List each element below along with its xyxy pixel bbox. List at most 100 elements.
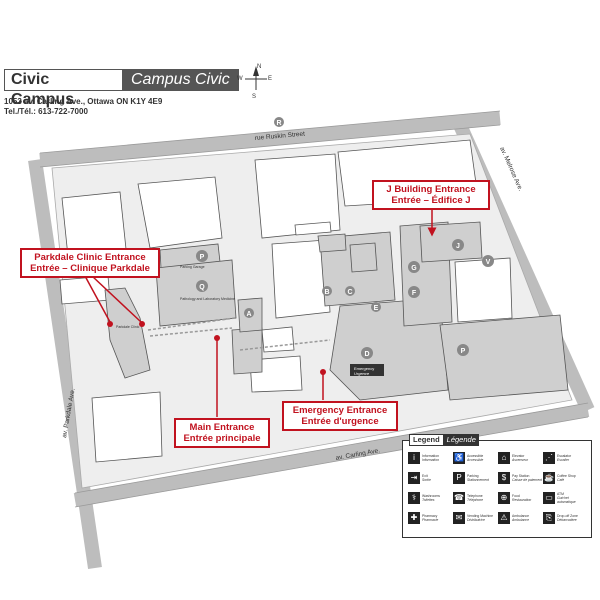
street-ruskin: rue Ruskin Street bbox=[255, 131, 306, 142]
legend-label-en: Food bbox=[512, 493, 520, 498]
accessible-icon: ♿ bbox=[453, 452, 465, 464]
marker-p-garage bbox=[196, 250, 208, 262]
legend-label-en: Information bbox=[422, 453, 439, 458]
letter-j: J bbox=[456, 243, 460, 250]
marker-r bbox=[274, 117, 284, 127]
legend-label-fr: Accessible bbox=[467, 458, 484, 462]
letter-p-garage: P bbox=[200, 254, 205, 261]
legend-label-en: Drop-off Zone bbox=[557, 513, 578, 518]
legend-label-en: Exit bbox=[422, 473, 428, 478]
pathology-label: Pathology and Laboratory Medicine bbox=[180, 297, 235, 301]
address-block: 1053 av. Carling Ave., Ottawa ON K1Y 4E9… bbox=[4, 97, 162, 117]
legend-label-fr: Restauration bbox=[512, 498, 532, 502]
emergency-sign bbox=[350, 364, 384, 376]
legend-label-en: Coffee Shop bbox=[557, 473, 576, 478]
legend-title-en: Legend bbox=[409, 434, 444, 446]
parking-icon: P bbox=[453, 472, 465, 484]
telephone-icon: ☎ bbox=[453, 492, 465, 504]
pharmacy-icon: ✚ bbox=[408, 512, 420, 524]
entrance-dots bbox=[107, 321, 326, 375]
street-edges bbox=[39, 110, 589, 508]
callout-leaders bbox=[84, 207, 437, 417]
entrance-dot-parkdale-1 bbox=[107, 321, 113, 327]
callout-parkdale: Parkdale Clinic Entrance Entrée – Cliniq… bbox=[20, 248, 160, 278]
letter-b: B bbox=[324, 289, 329, 296]
map-title: Civic Campus Campus Civic bbox=[4, 69, 239, 108]
legend-label-fr: Ascenseur bbox=[512, 458, 529, 462]
compass-rose-icon: N S W E bbox=[237, 64, 272, 100]
entrance-dot-parkdale-2 bbox=[139, 321, 145, 327]
address-line: 1053 av. Carling Ave., Ottawa ON K1Y 4E9 bbox=[4, 97, 163, 106]
marker-b bbox=[322, 286, 332, 296]
legend-label-fr: Sortie bbox=[422, 478, 431, 482]
emergency-sign-label: Emergency bbox=[354, 366, 374, 371]
marker-f bbox=[408, 286, 420, 298]
legend-label-fr: Pharmacie bbox=[422, 518, 439, 522]
legend-label-en: Parking bbox=[467, 473, 479, 478]
marker-d bbox=[361, 347, 373, 359]
washroom-icon: ⚕ bbox=[408, 492, 420, 504]
legend-label-fr: Téléphone bbox=[467, 498, 484, 502]
letter-v: V bbox=[486, 259, 491, 266]
legend-label-fr: Escalier bbox=[557, 458, 570, 462]
legend-title: Legend Légende bbox=[409, 434, 479, 446]
legend-label-fr: Débarcadère bbox=[557, 518, 577, 522]
marker-g bbox=[408, 261, 420, 273]
letter-f: F bbox=[412, 290, 417, 297]
letter-q: Q bbox=[199, 284, 205, 291]
letter-a: A bbox=[246, 311, 251, 318]
coffee-icon: ☕ bbox=[543, 472, 555, 484]
callout-emergency-fr: Entrée d'urgence bbox=[301, 416, 379, 427]
legend-label-fr: Toilettes bbox=[422, 498, 435, 502]
compass-n: N bbox=[257, 64, 261, 70]
callout-parkdale-fr: Entrée – Clinique Parkdale bbox=[30, 263, 150, 274]
callout-parkdale-en: Parkdale Clinic Entrance bbox=[34, 252, 146, 263]
letter-p-lot: P bbox=[461, 348, 466, 355]
food-icon: ⊕ bbox=[498, 492, 510, 504]
marker-c bbox=[345, 286, 355, 296]
marker-v bbox=[482, 255, 494, 267]
callout-j-fr: Entrée – Édifice J bbox=[391, 195, 471, 206]
callout-main-en: Main Entrance bbox=[189, 422, 255, 433]
callout-j-building: J Building Entrance Entrée – Édifice J bbox=[372, 180, 490, 210]
legend-label-en: Elevator bbox=[512, 453, 525, 458]
compass-s: S bbox=[252, 94, 256, 100]
legend-label-en: Washrooms bbox=[422, 493, 440, 498]
letter-c: C bbox=[347, 289, 352, 296]
exit-icon: ⇥ bbox=[408, 472, 420, 484]
legend-label-fr: Café bbox=[557, 478, 565, 482]
escalator-icon: ⋰ bbox=[543, 452, 555, 464]
letter-d: D bbox=[364, 351, 369, 358]
drop-off-icon: ⎘ bbox=[543, 512, 555, 524]
elevator-icon: ⌂ bbox=[498, 452, 510, 464]
compass-w: W bbox=[237, 76, 243, 82]
legend-label-en: Ambulance bbox=[512, 513, 529, 518]
map-labels: Parking Garage Pathology and Laboratory … bbox=[116, 265, 384, 376]
atm-icon: ▭ bbox=[543, 492, 555, 504]
building-letter-markers: R P Q A B C D G F E J V P bbox=[196, 117, 494, 359]
marker-q bbox=[196, 280, 208, 292]
